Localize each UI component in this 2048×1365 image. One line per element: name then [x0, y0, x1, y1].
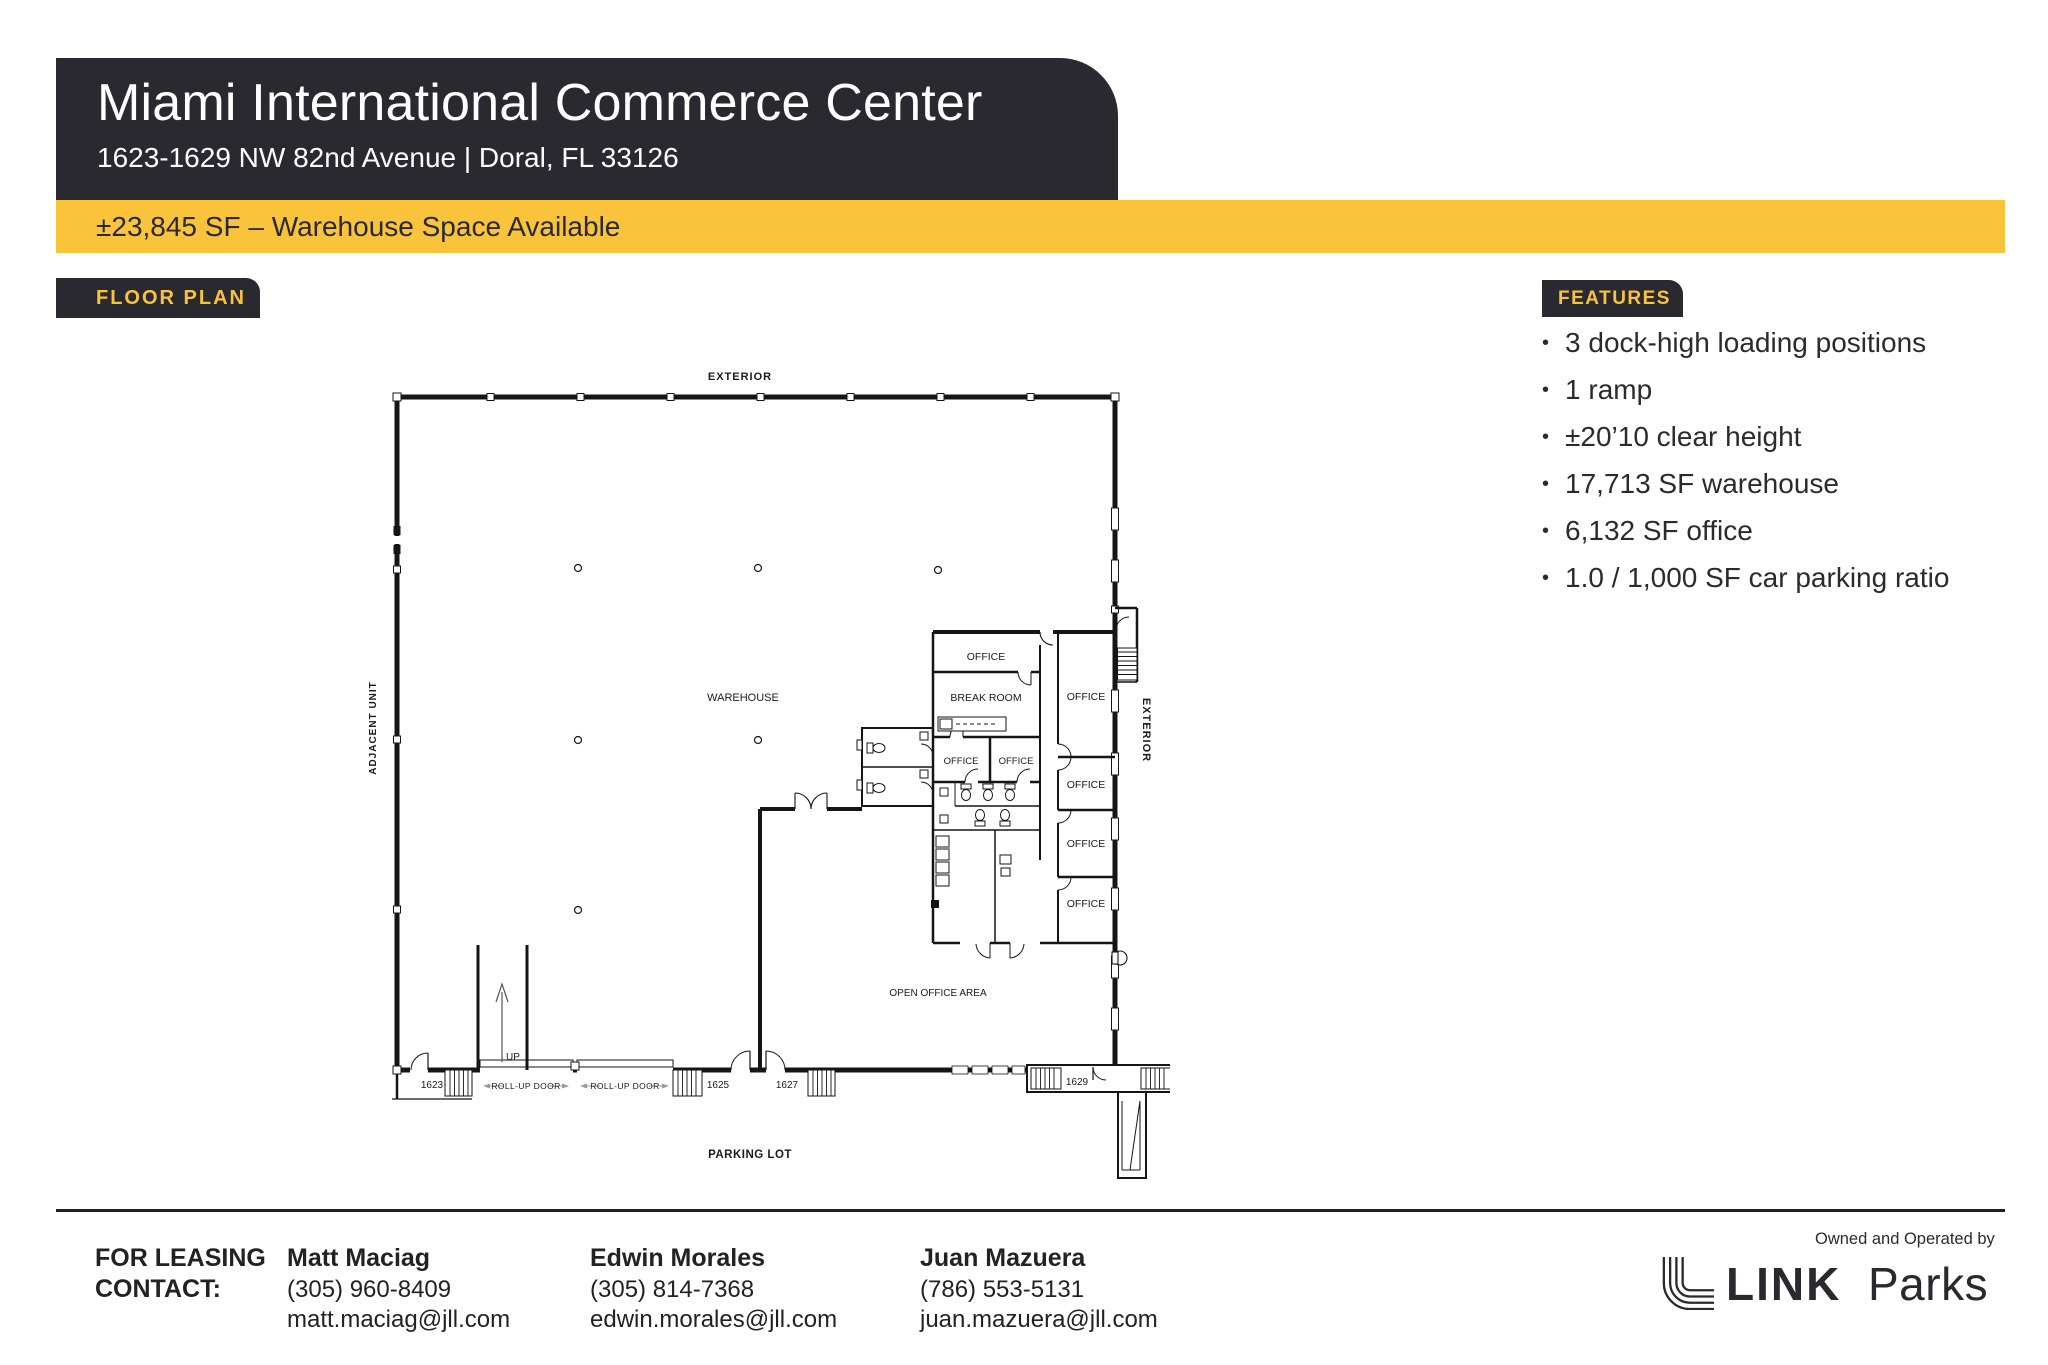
- feature-item: • ±20’10 clear height: [1542, 421, 1949, 468]
- break-room-counter: [937, 716, 1007, 732]
- features-badge: FEATURES: [1542, 280, 1683, 317]
- stairs: [1115, 606, 1139, 683]
- feature-item: • 1.0 / 1,000 SF car parking ratio: [1542, 562, 1949, 609]
- plan-label-rollup-door: ROLL-UP DOOR: [590, 1081, 659, 1091]
- leasing-contact-heading-line2: CONTACT:: [95, 1275, 221, 1303]
- dimension-arrowheads: [483, 1083, 669, 1089]
- feature-item: • 3 dock-high loading positions: [1542, 327, 1949, 374]
- interior-columns: [573, 563, 943, 915]
- link-parks-logo-icon: [1662, 1256, 1714, 1310]
- wall-columns: [392, 392, 1120, 1075]
- unit-door-arcs: [410, 1050, 786, 1071]
- plan-label-rollup-door: ROLL-UP DOOR: [491, 1081, 560, 1091]
- footer-divider: [56, 1209, 2005, 1212]
- plan-unit-number: 1623: [421, 1080, 444, 1091]
- contact-phone: (305) 814-7368: [590, 1276, 755, 1303]
- contact-name: Juan Mazuera: [920, 1244, 1086, 1272]
- sink-icon: [919, 731, 929, 779]
- vestibule-1629: [1026, 1064, 1170, 1093]
- plan-label-office: OFFICE: [1067, 838, 1106, 850]
- storefront-glass: [951, 1065, 1026, 1075]
- demising-wall-opening: [393, 526, 401, 554]
- floor-plan-badge: FLOOR PLAN: [56, 278, 260, 318]
- plan-label-office: OFFICE: [1067, 779, 1106, 791]
- ramp: [476, 945, 529, 1070]
- brand-name-parks: Parks: [1868, 1258, 1989, 1310]
- leasing-contact-heading: FOR LEASING CONTACT:: [95, 1243, 266, 1305]
- contact-card: Edwin Morales (305) 814-7368 edwin.moral…: [590, 1243, 837, 1335]
- plan-label-parking-lot: PARKING LOT: [708, 1149, 792, 1161]
- plan-label-open-office: OPEN OFFICE AREA: [889, 988, 987, 999]
- lockers: [935, 830, 1012, 943]
- plan-label-adjacent-unit: ADJACENT UNIT: [368, 681, 379, 775]
- feature-text: ±20’10 clear height: [1565, 421, 1802, 452]
- warehouse-double-door: [794, 792, 828, 810]
- plan-unit-number: 1625: [707, 1080, 730, 1091]
- contact-email-link[interactable]: juan.mazuera@jll.com: [920, 1306, 1158, 1333]
- features-list: • 3 dock-high loading positions • 1 ramp •…: [1542, 327, 1949, 609]
- bullet-icon: •: [1542, 473, 1550, 495]
- contact-email-link[interactable]: edwin.morales@jll.com: [590, 1306, 838, 1333]
- header-box: Miami International Commerce Center 1623…: [56, 58, 1118, 200]
- plan-label-exterior-top: EXTERIOR: [708, 371, 772, 383]
- contact-email-link[interactable]: matt.maciag@jll.com: [287, 1306, 511, 1333]
- restroom-fixtures: [939, 782, 1040, 827]
- boundary-walls: [758, 807, 862, 1070]
- contact-phone: (786) 553-5131: [920, 1276, 1085, 1303]
- plan-label-office: OFFICE: [1067, 691, 1106, 703]
- plan-unit-number: 1629: [1066, 1077, 1089, 1088]
- plan-label-exterior-right: EXTERIOR: [1140, 698, 1152, 762]
- restroom-block: [856, 727, 934, 807]
- owned-by-text: Owned and Operated by: [1815, 1230, 1995, 1248]
- bullet-icon: •: [1542, 379, 1550, 401]
- toilet-icon: [866, 742, 886, 794]
- page-title: Miami International Commerce Center: [97, 74, 983, 132]
- fountain-icon: [1111, 950, 1128, 966]
- plan-label-break-room: BREAK ROOM: [950, 692, 1021, 704]
- feature-item: • 17,713 SF warehouse: [1542, 468, 1949, 515]
- entry-steps: [444, 1069, 836, 1097]
- office-block-walls: [931, 630, 1115, 959]
- plan-label-up: UP: [506, 1052, 520, 1063]
- bullet-icon: •: [1542, 567, 1550, 589]
- office-door-arcs: [1057, 743, 1072, 891]
- bullet-icon: •: [1542, 426, 1550, 448]
- feature-text: 1 ramp: [1565, 374, 1653, 405]
- availability-text: ±23,845 SF – Warehouse Space Available: [96, 211, 621, 242]
- features-badge-label: FEATURES: [1558, 288, 1671, 309]
- contact-phone: (305) 960-8409: [287, 1276, 452, 1303]
- feature-text: 3 dock-high loading positions: [1565, 327, 1927, 358]
- leasing-contact-heading-line1: FOR LEASING: [95, 1244, 266, 1272]
- brand-name-link: LINK: [1726, 1258, 1842, 1310]
- feature-item: • 1 ramp: [1542, 374, 1949, 421]
- feature-item: • 6,132 SF office: [1542, 515, 1949, 562]
- floor-plan-drawing: EXTERIOR ADJACENT UNIT EXTERIOR WAREHOUS…: [368, 371, 1170, 1179]
- bullet-icon: •: [1542, 520, 1550, 542]
- plan-label-warehouse: WAREHOUSE: [707, 692, 779, 704]
- plan-label-office: OFFICE: [1067, 898, 1106, 910]
- contact-name: Matt Maciag: [287, 1244, 431, 1272]
- contact-card: Matt Maciag (305) 960-8409 matt.maciag@j…: [287, 1243, 510, 1335]
- canopy-ramp: [1117, 1091, 1147, 1179]
- plan-unit-number: 1627: [776, 1080, 799, 1091]
- plan-label-office: OFFICE: [967, 651, 1006, 663]
- contact-name: Edwin Morales: [590, 1244, 766, 1272]
- availability-banner: ±23,845 SF – Warehouse Space Available: [56, 200, 2005, 253]
- contact-card: Juan Mazuera (786) 553-5131 juan.mazuera…: [920, 1243, 1158, 1335]
- floor-plan-badge-label: FLOOR PLAN: [96, 287, 246, 309]
- feature-text: 17,713 SF warehouse: [1565, 468, 1839, 499]
- feature-text: 1.0 / 1,000 SF car parking ratio: [1565, 562, 1950, 593]
- feature-text: 6,132 SF office: [1565, 515, 1753, 546]
- bullet-icon: •: [1542, 332, 1550, 354]
- property-address: 1623-1629 NW 82nd Avenue | Doral, FL 331…: [97, 142, 679, 173]
- outer-walls: [394, 394, 1118, 1073]
- plan-label-office: OFFICE: [944, 756, 979, 767]
- open-office-column: [931, 900, 939, 908]
- plan-label-office: OFFICE: [999, 756, 1034, 767]
